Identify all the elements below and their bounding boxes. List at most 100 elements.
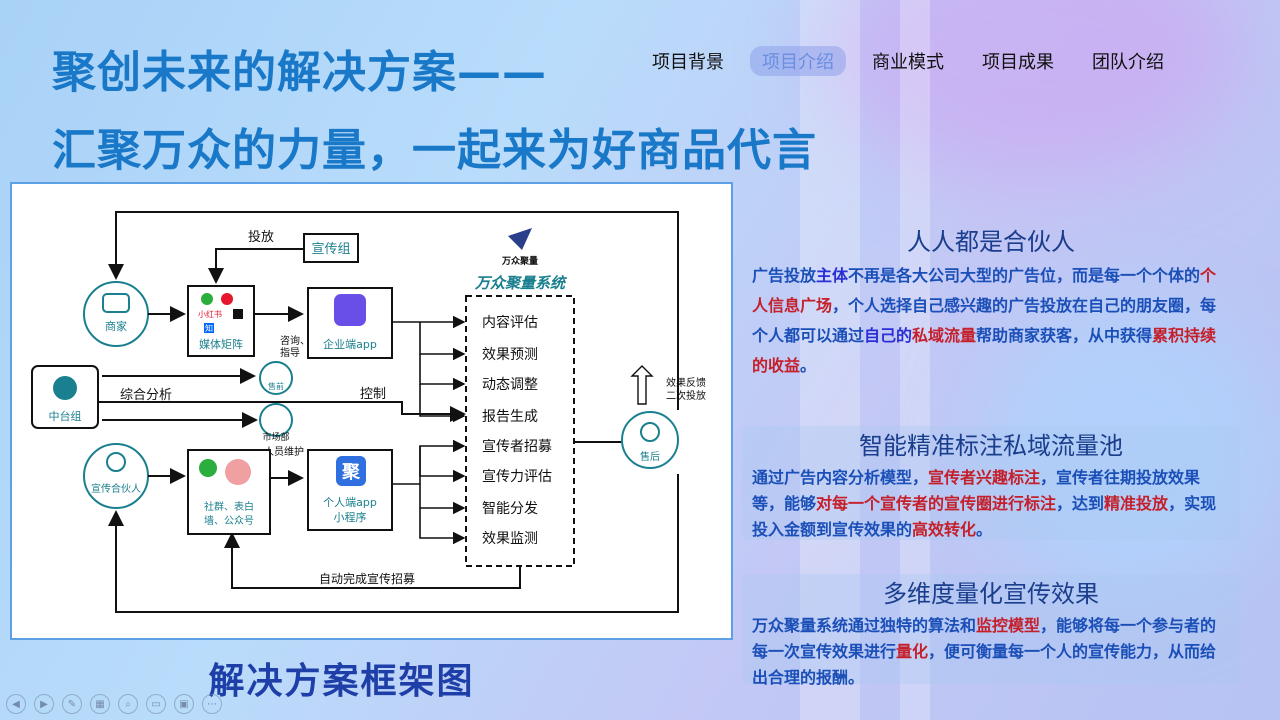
panel-text-segment: 。 bbox=[976, 520, 993, 539]
more-icon[interactable]: ⋯ bbox=[202, 694, 222, 714]
weibo-icon bbox=[221, 293, 233, 305]
auto-recruit-line bbox=[224, 532, 521, 589]
panel-text-segment: 不再是各大公司大型的广告位，而是每一个个体的 bbox=[848, 266, 1201, 285]
people-icon bbox=[106, 452, 126, 472]
enterprise-app-label: 企业端app bbox=[323, 337, 377, 351]
panel-body: 万众聚量系统通过独特的算法和监控模型，能够将每一个参与者的每一次宣传效果进行量化… bbox=[742, 613, 1240, 691]
merchant-node bbox=[83, 281, 149, 347]
function-item: 智能分发 bbox=[482, 501, 538, 517]
function-item: 报告生成 bbox=[482, 409, 538, 425]
deliver-label: 投放 bbox=[248, 229, 274, 245]
feedback-label: 效果反馈 bbox=[666, 376, 706, 389]
page-title-line-2: 汇聚万众的力量，一起来为好商品代言 bbox=[52, 125, 817, 176]
function-item: 内容评估 bbox=[482, 314, 538, 331]
control-line bbox=[98, 401, 466, 422]
promo-group-node bbox=[303, 233, 359, 263]
panel-text-segment: 精准投放 bbox=[1104, 494, 1169, 513]
panel-text-segment: 监控模型 bbox=[976, 616, 1041, 635]
background-stripe bbox=[800, 0, 860, 720]
headset-icon bbox=[53, 376, 77, 400]
panel-text-segment: 主体 bbox=[816, 266, 849, 285]
analysis-label: 综合分析 bbox=[120, 388, 172, 403]
function-item: 动态调整 bbox=[482, 377, 538, 393]
personal-app-icon bbox=[336, 456, 366, 486]
maintain-label: 人员维护 bbox=[264, 445, 304, 458]
nav-item-team[interactable]: 团队介绍 bbox=[1092, 52, 1164, 73]
up-arrow-icon bbox=[630, 365, 654, 405]
pen-icon[interactable]: ✎ bbox=[62, 694, 82, 714]
merchant-label: 商家 bbox=[105, 319, 127, 333]
panel-text-segment: ，便可衡量每一个人的宣传能力，从而给出合理的报酬。 bbox=[752, 642, 1217, 687]
community-label-1: 社群、表白 bbox=[204, 500, 254, 513]
brand-caption: 万众聚量 bbox=[501, 255, 538, 267]
prev-icon[interactable]: ◀ bbox=[6, 694, 26, 714]
panel-heading: 多维度量化宣传效果 bbox=[883, 580, 1099, 608]
deliver-line bbox=[208, 248, 304, 284]
avatar-icon bbox=[225, 459, 251, 485]
subtitle-icon[interactable]: ▭ bbox=[146, 694, 166, 714]
panel-text-segment: 私域流量 bbox=[912, 326, 977, 345]
page-title-line-1: 聚创未来的解决方案—— bbox=[52, 47, 547, 98]
system-box bbox=[465, 295, 575, 567]
zhihu-icon bbox=[204, 323, 214, 333]
community-label-2: 墙、公众号 bbox=[204, 514, 254, 527]
background-glow bbox=[980, 300, 1280, 600]
panel-text-segment: ，达到 bbox=[1056, 494, 1105, 513]
mini-program-label: 小程序 bbox=[334, 510, 367, 524]
next-icon[interactable]: ▶ bbox=[34, 694, 54, 714]
solution-diagram: 投放 宣传组 商家 小红书 知 媒体矩阵 企业端app 咨询、 指导 中台组 综… bbox=[10, 182, 733, 640]
function-item: 宣传力评估 bbox=[482, 469, 552, 485]
top-nav: 项目背景 项目介绍 商业模式 项目成果 团队介绍 bbox=[640, 46, 1176, 76]
function-item: 效果预测 bbox=[482, 347, 538, 363]
presales-node bbox=[259, 361, 293, 395]
panel-text-segment: 累积持续的收益 bbox=[752, 326, 1217, 375]
panel-text-segment: 量化 bbox=[896, 642, 929, 661]
market-node bbox=[259, 403, 293, 437]
enterprise-app-icon bbox=[334, 294, 366, 326]
presentation-toolbar: ◀ ▶ ✎ ▦ ⌕ ▭ ▣ ⋯ bbox=[6, 694, 222, 714]
personal-app-logo: 聚 bbox=[341, 462, 361, 483]
zoom-icon[interactable]: ⌕ bbox=[118, 694, 138, 714]
auto-recruit-label: 自动完成宣传招募 bbox=[319, 571, 415, 586]
control-label: 控制 bbox=[360, 387, 386, 402]
central-group-label: 中台组 bbox=[49, 409, 82, 423]
nav-item-results[interactable]: 项目成果 bbox=[982, 52, 1054, 73]
tiktok-icon bbox=[233, 309, 243, 319]
feedback-loop-line bbox=[108, 211, 679, 410]
promo-group-label: 宣传组 bbox=[311, 241, 350, 257]
nav-item-introduction[interactable]: 项目介绍 bbox=[750, 46, 846, 76]
market-label: 市场部 bbox=[262, 431, 289, 443]
nav-item-background[interactable]: 项目背景 bbox=[652, 52, 724, 73]
consult-label: 咨询、 bbox=[280, 334, 310, 347]
return-loop-line bbox=[108, 474, 679, 613]
panel-text-segment: 个人信息广场 bbox=[752, 266, 1217, 315]
function-item: 效果监测 bbox=[482, 531, 538, 547]
background-stripe bbox=[900, 0, 930, 720]
media-matrix-label: 媒体矩阵 bbox=[199, 337, 243, 351]
panel-text-segment: ，个人选择自己感兴趣的广告投放在自己的朋友圈，每个人都可以通过 bbox=[752, 296, 1217, 345]
panel-text-segment: 高效转化 bbox=[912, 520, 977, 539]
xiaohongshu-icon: 小红书 bbox=[198, 309, 222, 319]
presales-label: 售前 bbox=[268, 381, 284, 391]
screen-icon[interactable]: ▣ bbox=[174, 694, 194, 714]
panel-text-segment: ，能够将每一个参与者的每一次宣传效果进行 bbox=[752, 616, 1217, 661]
system-title: 万众聚量系统 bbox=[474, 274, 568, 292]
enterprise-branches bbox=[392, 315, 466, 423]
wechat-icon bbox=[201, 293, 213, 305]
redeliver-label: 二次投放 bbox=[666, 389, 706, 402]
panel-partner: 人人都是合伙人 广告投放主体不再是各大公司大型的广告位，而是每一个个体的个人信息… bbox=[742, 222, 1240, 381]
aftersales-label: 售后 bbox=[640, 450, 660, 463]
diagram-caption: 解决方案框架图 bbox=[208, 661, 475, 702]
slides-icon[interactable]: ▦ bbox=[90, 694, 110, 714]
panel-heading: 人人都是合伙人 bbox=[907, 228, 1075, 256]
wechat-group-icon bbox=[199, 459, 217, 477]
background-glow bbox=[820, 0, 1240, 180]
panel-text-segment: 万众聚量系统通过独特的算法和 bbox=[752, 616, 977, 635]
panel-body: 通过广告内容分析模型，宣传者兴趣标注，宣传者往期投放效果等，能够对每一个宣传者的… bbox=[742, 465, 1240, 543]
partner-label: 宣传合伙人 bbox=[91, 482, 141, 495]
nav-item-business-model[interactable]: 商业模式 bbox=[872, 52, 944, 73]
panel-body: 广告投放主体不再是各大公司大型的广告位，而是每一个个体的个人信息广场，个人选择自… bbox=[742, 261, 1240, 381]
zhihu-icon-label: 知 bbox=[205, 323, 213, 333]
shop-icon bbox=[102, 293, 130, 313]
function-item: 宣传者招募 bbox=[482, 439, 552, 455]
